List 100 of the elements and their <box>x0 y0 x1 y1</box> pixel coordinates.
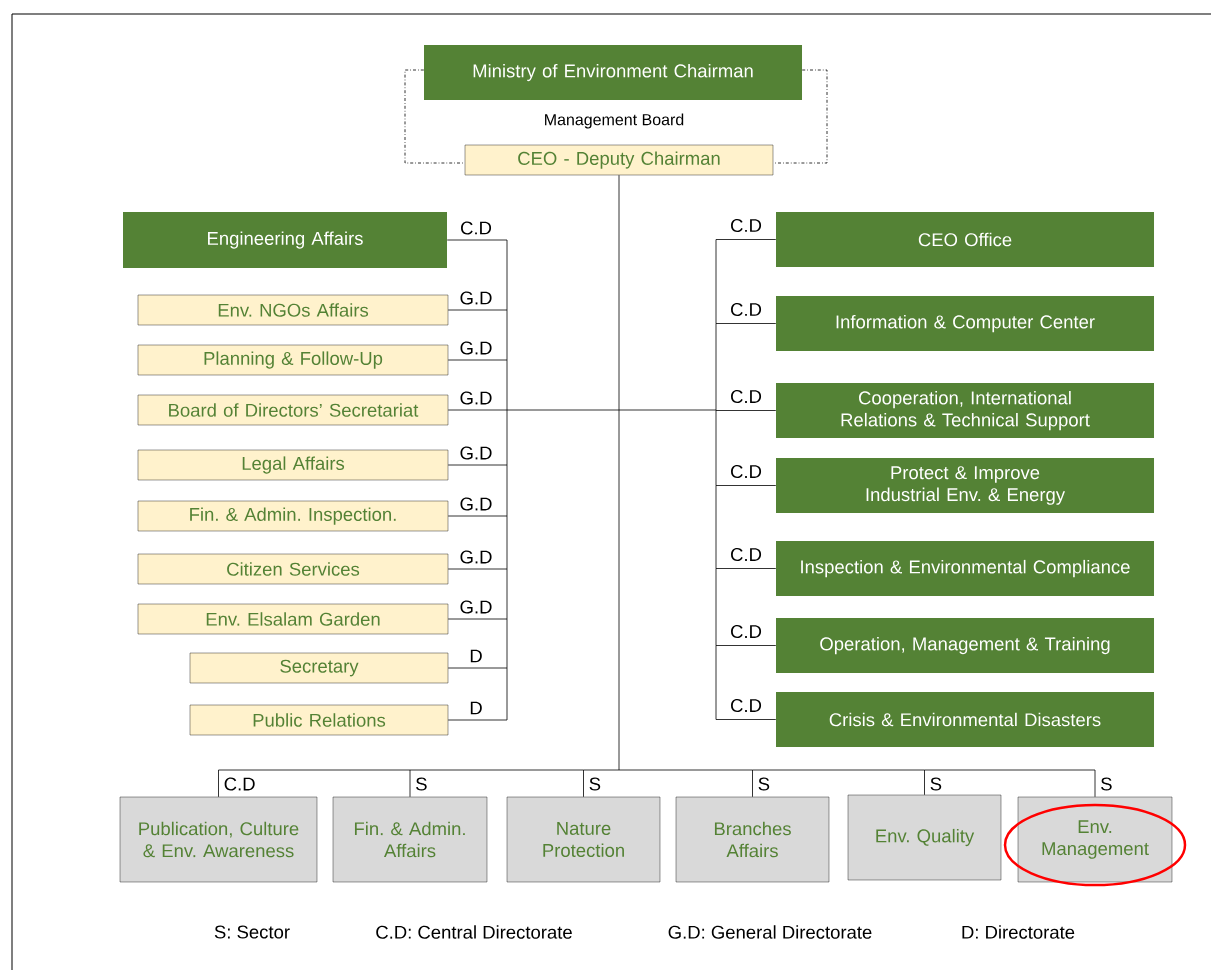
connector <box>752 769 753 798</box>
connector <box>715 568 717 646</box>
connector <box>752 769 925 771</box>
office-box: Protect & Improve Industrial Env. & Energy <box>776 458 1154 513</box>
connector <box>618 174 620 411</box>
connector <box>218 769 411 771</box>
directorate-box: Legal Affairs <box>137 449 449 481</box>
edge-label: D <box>468 648 484 664</box>
edge-label: S <box>587 776 603 792</box>
connector <box>409 769 584 771</box>
connector <box>618 769 753 771</box>
connector <box>1094 769 1096 798</box>
edge-label: G.D <box>458 599 494 615</box>
connector <box>715 409 717 411</box>
office-box: Ministry of Environment Chairman <box>424 45 802 100</box>
connector <box>772 69 828 164</box>
office-box: CEO Office <box>776 212 1154 267</box>
connector <box>924 769 1096 771</box>
connector <box>447 409 508 411</box>
edge-label: C.D <box>729 623 763 640</box>
directorate-box: CEO - Deputy Chairman <box>464 144 774 176</box>
connector <box>715 410 777 411</box>
edge-label: C.D <box>729 388 763 405</box>
sector-box: Fin. & Admin. Affairs <box>332 796 488 883</box>
edge-label: G.D <box>458 340 494 356</box>
office-box: Inspection & Environmental Compliance <box>776 541 1154 596</box>
connector <box>218 769 219 798</box>
connector <box>506 667 508 721</box>
sector-box: Env. Management <box>1017 796 1173 883</box>
connector <box>583 769 584 798</box>
connector <box>447 515 508 517</box>
connector <box>506 359 508 411</box>
connector <box>715 323 717 411</box>
connector <box>715 239 777 240</box>
edge-label: C.D <box>729 217 763 234</box>
directorate-box: Public Relations <box>189 704 449 736</box>
edge-label: G.D <box>458 390 494 406</box>
connector <box>506 568 508 620</box>
connector <box>506 239 508 311</box>
connector <box>447 719 508 721</box>
edge-label: S <box>756 776 772 792</box>
connector <box>506 618 508 669</box>
connector <box>506 409 620 411</box>
office-box: Engineering Affairs <box>123 212 447 268</box>
board-label: Management Board <box>545 113 684 129</box>
office-box: Cooperation, International Relations & Technical Support <box>776 383 1154 438</box>
edge-label: G.D <box>458 290 494 306</box>
connector <box>447 464 508 466</box>
connector <box>618 409 717 411</box>
connector <box>447 568 508 570</box>
edge-label: C.D <box>729 697 763 714</box>
sector-box: Branches Affairs <box>675 796 830 883</box>
sector-box: Publication, Culture & Env. Awareness <box>119 796 318 883</box>
connector <box>506 464 508 517</box>
connector <box>715 239 717 324</box>
office-box: Information & Computer Center <box>776 296 1154 351</box>
connector <box>618 409 620 771</box>
edge-label: G.D <box>458 445 494 461</box>
connector <box>447 359 508 361</box>
legend-text: C.D: Central Directorate <box>376 925 572 939</box>
directorate-box: Planning & Follow-Up <box>137 344 449 376</box>
legend-text: S: Sector <box>214 925 290 939</box>
directorate-box: Secretary <box>189 652 449 684</box>
connector <box>583 769 620 771</box>
connector <box>404 69 466 164</box>
edge-label: C.D <box>459 220 493 236</box>
connector <box>447 309 508 311</box>
connector <box>715 568 777 569</box>
office-box: Operation, Management & Training <box>776 618 1154 673</box>
edge-label: S <box>928 776 944 792</box>
connector <box>506 309 508 361</box>
sector-box: Env. Quality <box>847 794 1002 881</box>
connector <box>447 667 508 669</box>
edge-label: C.D <box>222 776 257 792</box>
directorate-box: Env. Elsalam Garden <box>137 603 449 635</box>
legend-text: G.D: General Directorate <box>668 925 872 939</box>
connector <box>715 485 717 569</box>
edge-label: C.D <box>729 546 763 563</box>
connector <box>715 485 777 486</box>
edge-label: G.D <box>458 496 494 512</box>
connector <box>715 645 717 720</box>
connector <box>715 645 777 646</box>
edge-label: G.D <box>458 549 494 565</box>
connector <box>446 239 508 241</box>
directorate-box: Env. NGOs Affairs <box>137 294 449 326</box>
edge-label: D <box>468 700 484 716</box>
legend-text: D: Directorate <box>962 925 1075 939</box>
edge-label: C.D <box>729 463 763 480</box>
sector-box: Nature Protection <box>506 796 661 883</box>
office-box: Crisis & Environmental Disasters <box>776 692 1154 747</box>
connector <box>506 409 508 466</box>
connector <box>715 719 777 720</box>
connector <box>506 515 508 570</box>
edge-label: S <box>414 776 429 792</box>
connector <box>447 618 508 620</box>
connector <box>715 410 717 486</box>
connector <box>409 769 411 798</box>
edge-label: S <box>1099 776 1114 792</box>
connector <box>924 769 925 796</box>
directorate-box: Fin. & Admin. Inspection. <box>137 500 449 532</box>
